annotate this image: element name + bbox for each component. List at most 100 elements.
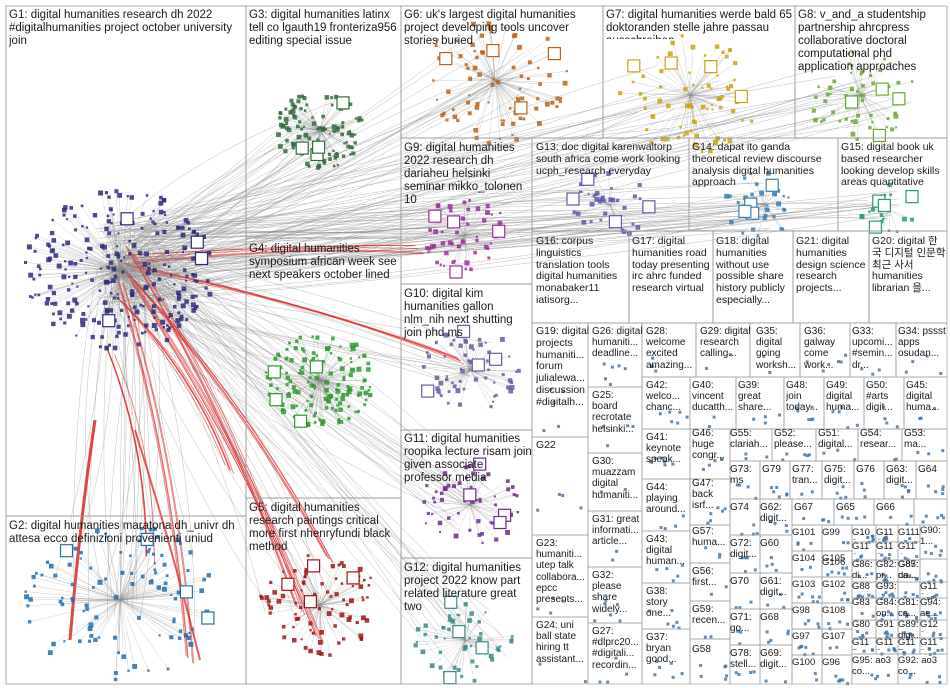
node	[114, 189, 118, 193]
node	[148, 263, 150, 265]
node	[772, 490, 775, 493]
node	[897, 81, 901, 85]
node	[350, 368, 355, 373]
node	[479, 498, 482, 501]
node	[479, 632, 483, 636]
node	[885, 536, 888, 539]
node	[162, 587, 167, 592]
node	[108, 344, 111, 347]
node	[775, 569, 778, 572]
node	[489, 405, 492, 408]
edge	[440, 505, 470, 532]
node	[871, 595, 874, 598]
node	[127, 324, 130, 327]
node	[725, 674, 728, 677]
node	[177, 323, 182, 328]
node	[311, 116, 314, 119]
node	[903, 631, 906, 634]
node	[202, 578, 206, 582]
node	[546, 37, 550, 41]
group-box	[874, 499, 914, 525]
node	[358, 410, 360, 412]
node	[51, 322, 55, 326]
node	[39, 268, 42, 271]
node	[872, 615, 875, 618]
node	[51, 219, 53, 221]
node	[710, 635, 713, 638]
node	[338, 408, 343, 413]
node	[491, 214, 493, 216]
group-box	[884, 461, 916, 499]
node-avatar	[582, 173, 594, 185]
node	[860, 367, 863, 370]
node	[458, 403, 462, 407]
node	[154, 562, 156, 564]
node	[185, 318, 188, 321]
node	[460, 369, 465, 374]
node	[657, 99, 662, 104]
node	[659, 69, 663, 73]
node	[179, 630, 183, 634]
node	[766, 604, 769, 607]
node-avatar	[180, 586, 192, 598]
node	[822, 452, 825, 455]
node	[114, 671, 118, 675]
node	[750, 193, 753, 196]
node	[850, 120, 853, 123]
node	[48, 285, 53, 290]
node	[882, 614, 885, 617]
node	[942, 485, 945, 488]
node	[188, 550, 192, 554]
node	[715, 44, 719, 48]
group-box-g12	[401, 558, 532, 684]
node	[516, 97, 520, 101]
node	[916, 451, 919, 454]
group-box	[876, 542, 898, 560]
node	[88, 640, 91, 643]
node	[911, 360, 914, 363]
node	[867, 594, 870, 597]
node	[341, 121, 344, 124]
node	[882, 573, 885, 576]
node	[427, 512, 430, 515]
node	[856, 630, 859, 633]
node	[33, 585, 36, 588]
node	[856, 114, 860, 118]
node	[185, 280, 187, 282]
node	[939, 372, 942, 375]
node	[502, 373, 505, 376]
node	[425, 522, 427, 524]
node	[491, 83, 495, 87]
node	[675, 621, 678, 624]
node	[871, 535, 874, 538]
node	[269, 611, 272, 614]
node	[868, 211, 870, 213]
node	[309, 403, 313, 407]
node	[184, 633, 188, 637]
node	[287, 128, 292, 133]
node	[603, 363, 606, 366]
node	[354, 134, 356, 136]
node	[298, 372, 301, 375]
node	[729, 84, 733, 88]
node	[730, 49, 732, 51]
node	[752, 418, 755, 421]
node	[508, 355, 510, 357]
node	[282, 635, 286, 639]
node	[414, 643, 418, 647]
node	[939, 554, 942, 557]
node	[887, 649, 890, 652]
node	[778, 495, 781, 498]
node-avatar	[548, 48, 560, 60]
node	[654, 457, 657, 460]
node	[664, 463, 667, 466]
group-box	[736, 377, 784, 429]
node	[786, 632, 789, 635]
node	[927, 572, 930, 575]
node	[54, 253, 59, 258]
node	[92, 318, 96, 322]
edge	[120, 600, 186, 635]
node	[903, 612, 906, 615]
node	[98, 636, 100, 638]
group-box	[792, 629, 822, 655]
